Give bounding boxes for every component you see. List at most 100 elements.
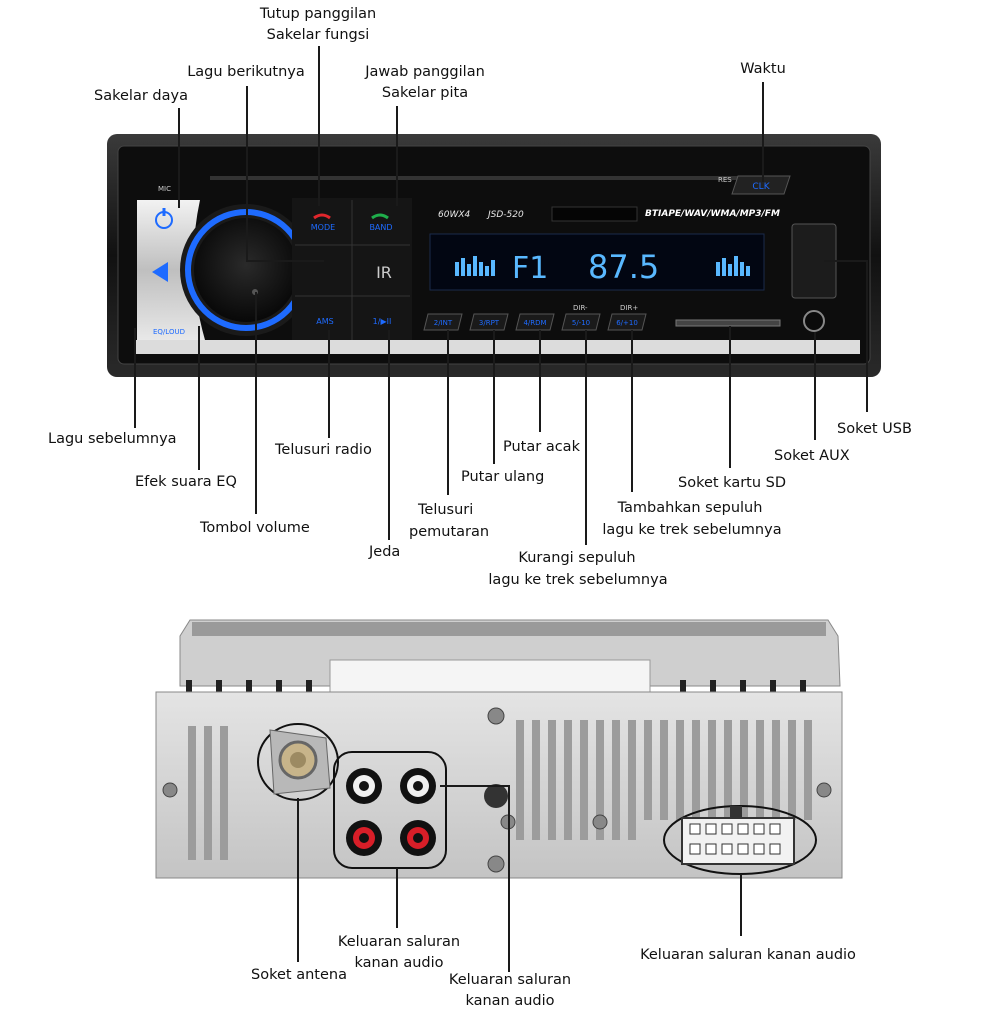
label-keluaran-1b: kanan audio	[354, 955, 444, 971]
band-label: BAND	[369, 223, 392, 232]
label-soket-usb: Soket USB	[837, 421, 912, 437]
lcd-right-equalizer	[716, 256, 750, 276]
preset-button-6[interactable]: 6/+10	[607, 313, 647, 331]
leader-jawab-panggilan	[396, 106, 398, 206]
rca-outline	[333, 751, 447, 869]
label-keluaran-2a: Keluaran saluran	[448, 972, 572, 988]
mode-button[interactable]: MODE	[311, 213, 335, 232]
leader-soket-usb-h	[824, 260, 868, 262]
ir-label: IR	[376, 263, 392, 282]
preset-button-5[interactable]: 5/-10	[561, 313, 601, 331]
preset-button-3[interactable]: 3/RPT	[469, 313, 509, 331]
label-keluaran-3: Keluaran saluran kanan audio	[640, 947, 856, 963]
label-putar-acak: Putar acak	[503, 439, 580, 455]
leader-keluaran-2-h	[440, 785, 510, 787]
clk-button[interactable]: CLK	[731, 175, 791, 195]
leader-keluaran-3	[740, 874, 742, 936]
eq-loud-label: EQ/LOUD	[153, 328, 185, 336]
screw-right	[592, 814, 608, 830]
formats-text: BTIAPE/WAV/WMA/MP3/FM	[645, 209, 780, 219]
res-label: RES	[718, 176, 732, 184]
top-vents	[186, 680, 806, 694]
sd-card-slot	[675, 319, 781, 327]
label-jawab-panggilan: Jawab panggilan	[365, 64, 485, 80]
clk-label: CLK	[752, 182, 770, 192]
label-keluaran-1a: Keluaran saluran	[337, 934, 461, 950]
prev-track-icon[interactable]	[152, 262, 168, 282]
label-tambahkan-1: Tambahkan sepuluh	[617, 500, 763, 516]
leader-lagu-berikutnya	[246, 86, 248, 261]
lcd-left-equalizer	[455, 256, 495, 276]
btn-1-label: 1/▶II	[373, 317, 392, 326]
dir-plus-label: DIR+	[620, 304, 638, 312]
label-kurangi-1: Kurangi sepuluh	[518, 550, 636, 566]
back-panel-illustration	[155, 619, 843, 879]
leader-telusuri-radio	[328, 330, 330, 438]
aux-jack	[803, 310, 825, 332]
btn-2-label: 2/INT	[434, 319, 453, 327]
screw-right-edge	[816, 782, 832, 798]
label-telusuri-radio: Telusuri radio	[275, 442, 372, 458]
screw-bottom	[487, 855, 505, 873]
leader-soket-aux	[814, 332, 816, 440]
label-soket-kartu-sd: Soket kartu SD	[678, 475, 787, 491]
btn-3-label: 3/RPT	[479, 319, 500, 327]
leader-tutup-panggilan	[318, 46, 320, 206]
leader-lagu-berikutnya-h	[246, 260, 324, 262]
label-lagu-sebelumnya: Lagu sebelumnya	[48, 431, 177, 447]
label-pemutaran: pemutaran	[409, 524, 490, 540]
leader-putar-acak	[539, 330, 541, 432]
leader-putar-ulang	[493, 330, 495, 464]
leader-telusuri-pemutaran	[447, 330, 449, 495]
rca-red-left	[346, 820, 382, 856]
label-sakelar-fungsi: Sakelar fungsi	[266, 27, 370, 43]
label-putar-ulang: Putar ulang	[461, 469, 545, 485]
label-soket-aux: Soket AUX	[774, 448, 850, 464]
antenna-socket	[257, 723, 339, 801]
label-tombol-volume: Tombol volume	[200, 520, 310, 536]
rca-white-right	[400, 768, 436, 804]
leader-lagu-sebelumnya	[134, 328, 136, 428]
label-sakelar-daya: Sakelar daya	[94, 88, 188, 104]
silver-strip	[135, 340, 860, 354]
rca-red-right	[400, 820, 436, 856]
label-tambahkan-2: lagu ke trek sebelumnya	[602, 522, 782, 538]
preset-button-4[interactable]: 4/RDM	[515, 313, 555, 331]
leader-efek-suara	[198, 326, 200, 470]
label-tutup-panggilan: Tutup panggilan	[259, 6, 377, 22]
leader-sakelar-daya	[178, 108, 180, 208]
leader-soket-antena	[297, 798, 299, 962]
leader-keluaran-1	[396, 868, 398, 928]
heat-fins	[188, 720, 812, 860]
preset-button-2[interactable]: 2/INT	[423, 313, 463, 331]
btn-4-label: 4/RDM	[523, 319, 546, 327]
lcd-display	[429, 233, 765, 291]
btn-6-label: 6/+10	[616, 319, 638, 327]
lcd-channel: F1	[512, 251, 548, 286]
model-text: JSD-520	[486, 210, 524, 220]
left-silver-panel	[137, 200, 205, 340]
front-panel-illustration: MODE BAND IR AMS 1/▶II MIC RES CLK 60WX4…	[107, 134, 881, 377]
label-telusuri: Telusuri	[418, 502, 474, 518]
ground-post	[484, 784, 508, 808]
band-button[interactable]: BAND	[369, 213, 393, 232]
label-keluaran-2b: kanan audio	[465, 993, 555, 1009]
dir-minus-label: DIR-	[573, 304, 588, 312]
label-jeda: Jeda	[369, 544, 401, 560]
leader-tambahkan	[631, 330, 633, 492]
label-efek-suara-eq: Efek suara EQ	[135, 474, 237, 490]
mic-label: MIC	[158, 185, 171, 193]
screw-top	[487, 707, 505, 725]
label-sakelar-pita: Sakelar pita	[381, 85, 469, 101]
ir-window	[551, 206, 638, 222]
leader-tombol-volume	[255, 292, 257, 514]
label-waktu: Waktu	[740, 61, 786, 77]
mode-label: MODE	[311, 223, 335, 232]
leader-jeda	[388, 330, 390, 540]
lcd-frequency: 87.5	[588, 248, 659, 286]
power-button[interactable]	[155, 208, 173, 229]
iso-connector-tab	[730, 806, 742, 818]
label-kurangi-2: lagu ke trek sebelumnya	[488, 572, 668, 588]
iso-pins	[689, 823, 781, 855]
